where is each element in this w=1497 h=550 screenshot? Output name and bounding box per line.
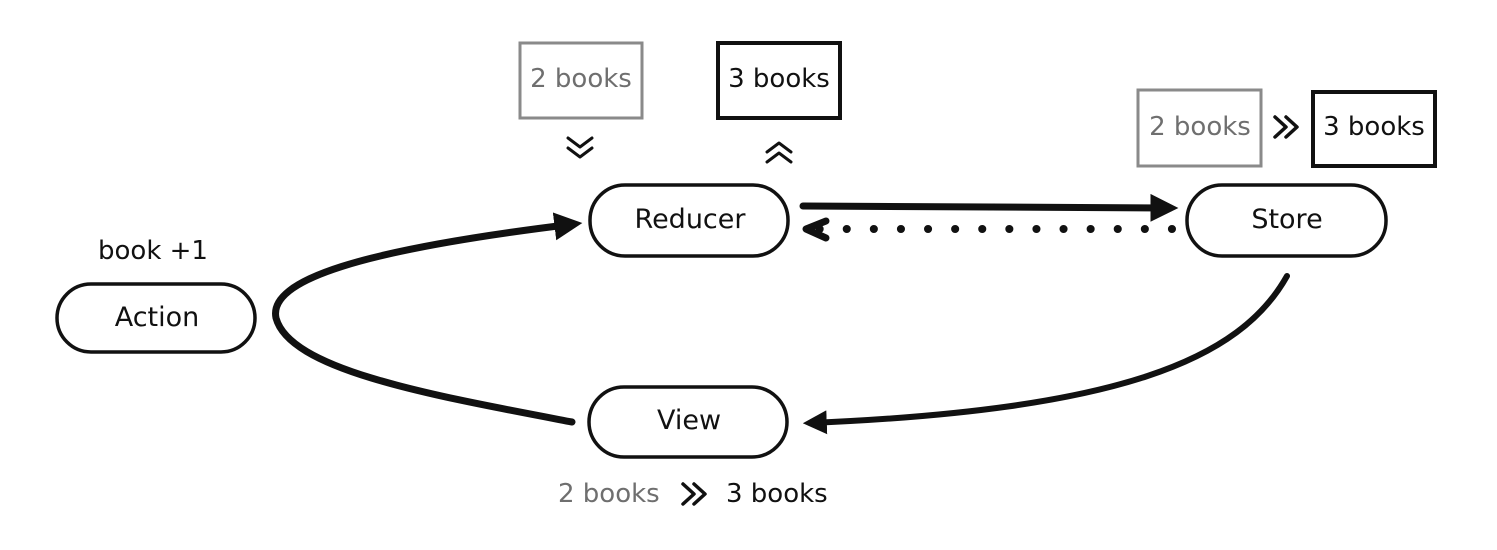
view-node-label: View <box>657 405 721 436</box>
view-before-label: 2 books <box>558 479 660 509</box>
double-chevron-down-icon <box>566 136 594 159</box>
action-note: book +1 <box>98 236 208 266</box>
store-node: Store <box>1185 183 1388 258</box>
reducer-node: Reducer <box>588 183 790 258</box>
double-chevron-right-icon <box>681 482 707 506</box>
double-chevron-up-icon <box>765 141 793 164</box>
store-after-label: 3 books <box>1323 112 1425 142</box>
action-node: Action <box>55 282 257 354</box>
reducer-output-box: 3 books <box>716 41 842 120</box>
reducer-output-label: 3 books <box>728 64 830 94</box>
store-before-box: 2 books <box>1136 88 1263 168</box>
store-after-box: 3 books <box>1311 90 1437 168</box>
store-before-label: 2 books <box>1149 112 1251 142</box>
reducer-input-label: 2 books <box>530 64 632 94</box>
store-node-label: Store <box>1251 204 1322 235</box>
double-chevron-right-icon <box>1273 115 1299 139</box>
view-after-label: 3 books <box>726 479 828 509</box>
reducer-node-label: Reducer <box>635 204 747 235</box>
reducer-to-store-arrow <box>799 193 1179 222</box>
view-to-reducer-arrow <box>272 212 583 426</box>
view-node: View <box>587 385 789 459</box>
store-to-view-arrow <box>802 273 1290 435</box>
reducer-input-box: 2 books <box>518 41 644 120</box>
store-to-reducer-arrowhead <box>802 217 830 242</box>
action-node-label: Action <box>115 302 200 333</box>
